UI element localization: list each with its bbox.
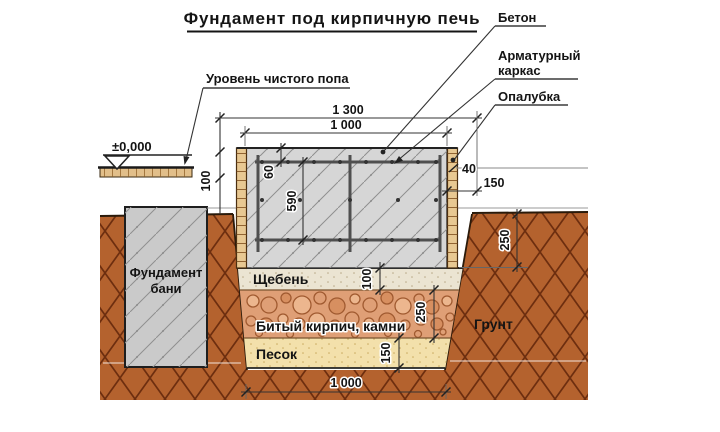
dim-formwork-thickness: 40: [462, 162, 476, 176]
label-bath-foundation-line1: Фундамент: [130, 265, 203, 280]
dim-brick-layer-thickness: 250: [414, 302, 428, 323]
leader-dot: [450, 157, 456, 163]
bath-foundation-block: Фундамент бани: [124, 206, 208, 368]
dim-side-margin: 150: [484, 176, 505, 190]
gravel-layer: [237, 268, 463, 290]
title-block: Фундамент под кирпичную печь: [184, 9, 481, 33]
dim-rebar-cage-height: 590: [285, 191, 299, 212]
dimensions: 1 300 1 000 100 60 590 40 150: [199, 103, 588, 399]
stove-foundation: [235, 147, 459, 269]
dim-sand-thickness: 150: [379, 343, 393, 364]
dim-width-outer: 1 300: [332, 103, 363, 117]
label-broken-brick: Битый кирпич, камни: [256, 318, 405, 334]
level-triangle-icon: [103, 155, 131, 171]
callout-armature-text1: Арматурный: [498, 48, 580, 63]
label-gravel: Щебень: [253, 271, 309, 287]
dim-floor-offset: 100: [199, 171, 213, 192]
label-sand: Песок: [256, 346, 298, 362]
callout-armature-text2: каркас: [498, 63, 541, 78]
page-title: Фундамент под кирпичную печь: [184, 9, 481, 28]
formwork-left: [235, 147, 248, 269]
label-soil: Грунт: [474, 316, 513, 332]
layer-labels: Щебень Битый кирпич, камни Песок Грунт: [253, 271, 513, 362]
dim-gravel-thickness: 100: [360, 269, 374, 290]
wood-floor-strip: [98, 166, 194, 178]
rebar-dots: [260, 160, 438, 242]
broken-brick-layer: [239, 290, 459, 339]
dim-width-inner: 1 000: [330, 118, 361, 132]
callout-opalubka-text: Опалубка: [498, 89, 561, 104]
callout-floor-level: Уровень чистого попа: [183, 71, 350, 165]
label-bath-foundation-line2: бани: [150, 281, 181, 296]
zero-mark-text: ±0,000: [112, 139, 152, 154]
dim-rebar-top-offset: 60: [262, 165, 276, 179]
leader-arrow-icon: [183, 156, 190, 165]
callout-opalubka: Опалубка: [450, 89, 568, 163]
callout-floor-level-text: Уровень чистого попа: [206, 71, 349, 86]
stones: [245, 291, 455, 339]
dim-pit-depth-right: 250: [498, 230, 512, 251]
callout-beton-text: Бетон: [498, 10, 536, 25]
leader-dot: [380, 149, 386, 155]
leader-arrow-icon: [394, 156, 403, 164]
callout-armature: Арматурный каркас: [394, 48, 580, 164]
dim-pit-bottom-width: 1 000: [330, 376, 361, 390]
zero-level-marker: ±0,000: [103, 139, 192, 171]
callout-beton: Бетон: [380, 10, 546, 155]
